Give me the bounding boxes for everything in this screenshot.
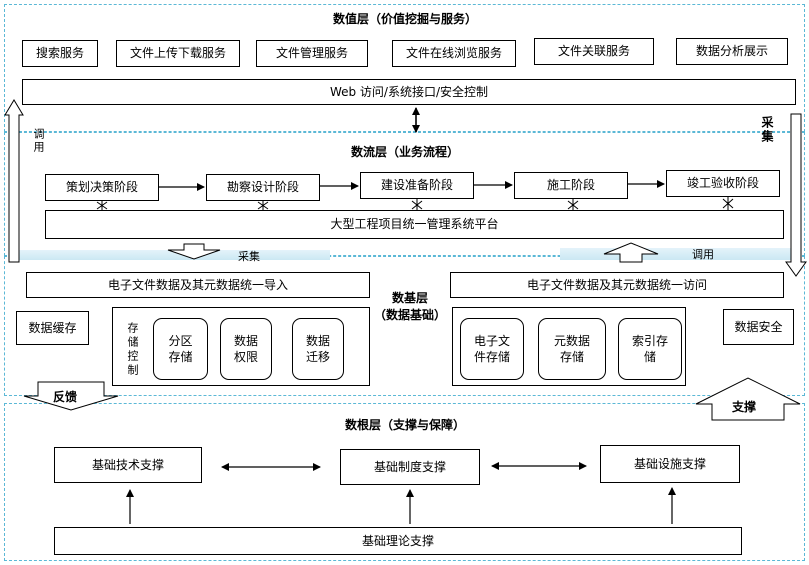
value-layer-title: 数值层（价值挖掘与服务）: [332, 12, 477, 26]
value-layer-frame: [4, 4, 805, 132]
left-call-label: 调用: [32, 128, 45, 154]
collect-band: [10, 250, 330, 260]
base-layer-title-line2: （数据基础）: [373, 307, 446, 322]
data-migration: 数据 迁移: [292, 318, 344, 380]
partition-storage-line2: 存储: [168, 350, 193, 364]
support-arrow: [695, 377, 801, 421]
stage-construction-prep: 建设准备阶段: [360, 172, 474, 199]
metadata-storage: 元数据 存储: [538, 318, 606, 380]
service-search: 搜索服务: [22, 40, 98, 67]
service-file-management: 文件管理服务: [256, 40, 368, 67]
stage-planning: 策划决策阶段: [45, 174, 159, 201]
service-file-association: 文件关联服务: [534, 38, 654, 65]
index-storage-line1: 索引存: [631, 333, 668, 348]
flow-layer-title: 数流层（业务流程）: [350, 145, 459, 159]
efile-storage: 电子文 件存储: [460, 318, 524, 380]
support-label: 支撑: [732, 400, 757, 414]
data-permission-line1: 数据: [233, 333, 258, 348]
basic-theory-support: 基础理论支撑: [54, 527, 742, 555]
index-storage-line2: 储: [643, 350, 656, 364]
service-data-analysis: 数据分析展示: [676, 38, 788, 65]
stage-acceptance: 竣工验收阶段: [666, 170, 780, 197]
data-migration-line1: 数据: [305, 333, 330, 348]
feedback-label: 反馈: [53, 390, 78, 404]
efile-storage-line1: 电子文: [473, 333, 510, 348]
index-storage: 索引存 储: [618, 318, 682, 380]
data-security: 数据安全: [723, 309, 794, 345]
unified-import-bar: 电子文件数据及其元数据统一导入: [26, 272, 370, 298]
stage-construction: 施工阶段: [514, 172, 628, 199]
management-platform: 大型工程项目统一管理系统平台: [45, 210, 784, 239]
data-permission-line2: 权限: [233, 350, 258, 364]
mid-collect-label: 采集: [238, 250, 260, 263]
collect-down-arrow: [167, 243, 221, 260]
data-cache: 数据缓存: [16, 311, 89, 345]
storage-control-label: 存储控制: [126, 322, 139, 378]
feedback-arrow: [23, 381, 119, 411]
efile-storage-line2: 件存储: [473, 350, 510, 364]
root-layer-title: 数根层（支撑与保障）: [344, 418, 465, 432]
partition-storage-line1: 分区: [168, 333, 193, 348]
service-online-preview: 文件在线浏览服务: [392, 40, 516, 67]
flow-layer-frame: [4, 132, 805, 256]
data-permission: 数据 权限: [220, 318, 272, 380]
right-collect-label: 采集: [760, 116, 774, 144]
basic-infrastructure-support: 基础设施支撑: [600, 445, 740, 483]
service-upload-download: 文件上传下载服务: [116, 40, 240, 67]
stage-platform-connectors: [96, 197, 734, 210]
root-layer-frame: [4, 403, 805, 561]
stage-survey-design: 勘察设计阶段: [206, 174, 320, 201]
base-layer-title: 数基层 （数据基础）: [370, 290, 450, 324]
base-layer-title-line1: 数基层: [391, 291, 428, 305]
mid-call-label: 调用: [692, 248, 714, 261]
partition-storage: 分区 存储: [153, 318, 208, 380]
basic-system-support: 基础制度支撑: [340, 449, 480, 485]
metadata-storage-line2: 存储: [559, 350, 584, 364]
web-access-bar: Web 访问/系统接口/安全控制: [22, 79, 796, 105]
data-migration-line2: 迁移: [305, 350, 330, 364]
base-layer-frame: [4, 256, 805, 396]
basic-technology-support: 基础技术支撑: [54, 447, 202, 483]
unified-access-bar: 电子文件数据及其元数据统一访问: [450, 272, 784, 298]
right-collect-arrow: [785, 113, 807, 277]
left-call-arrow: [4, 99, 24, 263]
call-up-arrow: [603, 242, 659, 263]
metadata-storage-line1: 元数据: [553, 333, 590, 348]
